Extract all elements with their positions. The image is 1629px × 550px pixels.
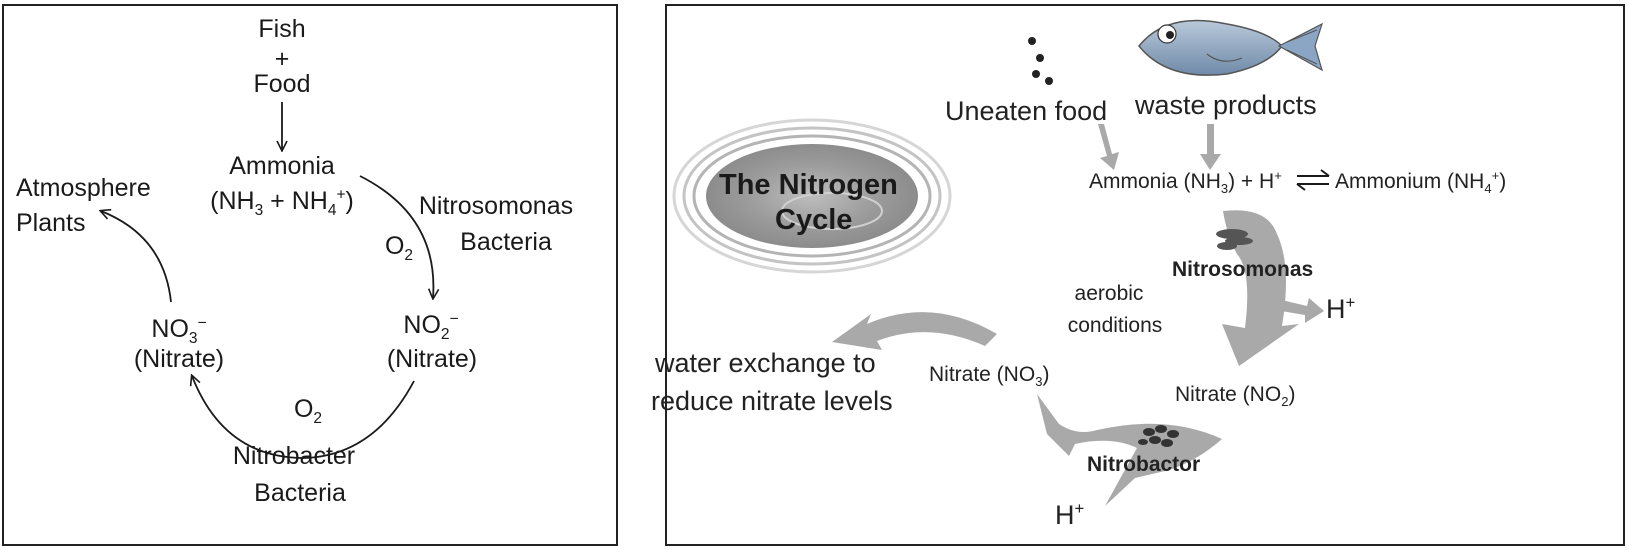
- bacteria-label-top: Bacteria: [460, 228, 552, 256]
- bacteria-label-bottom: Bacteria: [254, 479, 346, 507]
- arrow-h-plus-release: [1263, 296, 1324, 323]
- food-label: Food: [253, 70, 311, 98]
- ammonium-equation-right: Ammonium (NH4+): [1335, 168, 1507, 197]
- nitrate-no3-label: Nitrate (NO3): [929, 363, 1050, 390]
- fish-icon: [1138, 19, 1324, 76]
- nitrobactor-label: Nitrobactor: [1087, 453, 1201, 476]
- conditions-label: conditions: [1067, 314, 1163, 337]
- input-arrows: [1098, 124, 1221, 170]
- o2-label-bottom: O2: [293, 395, 323, 427]
- fish-label: Fish: [258, 15, 306, 43]
- diagram-title-line2: Cycle: [775, 204, 853, 236]
- ammonia-label: Ammonia: [229, 152, 335, 180]
- nitrogen-cycle-swirl-graphic: [672, 118, 952, 274]
- no2-formula: NO2−: [403, 310, 459, 343]
- nitrobacter-label: Nitrobacter: [232, 442, 356, 470]
- arrow-ammonium-to-nitrite: [1222, 210, 1299, 366]
- diagram-title-line1: The Nitrogen: [719, 169, 898, 201]
- plus-sign: +: [274, 45, 290, 73]
- nitrobactor-bacteria-icon: [1138, 425, 1179, 447]
- h-plus-right-label: H+: [1326, 293, 1356, 324]
- arrow-no3-to-atmosphere: [101, 211, 172, 303]
- atmosphere-label: Atmosphere: [16, 174, 151, 202]
- equilibrium-arrows-icon: [1296, 169, 1330, 191]
- left-nitrogen-cycle-panel: Fish + Food Ammonia (NH3 + NH4+) Nitroso…: [2, 4, 618, 546]
- waste-products-label: waste products: [1135, 90, 1317, 120]
- left-arrows: [4, 102, 620, 459]
- nitrate-label-right: (Nitrate): [386, 345, 478, 373]
- h-plus-bottom-label: H+: [1055, 499, 1085, 530]
- arrow-ammonia-to-no2: [359, 175, 433, 298]
- nitrate-label-left: (Nitrate): [133, 345, 225, 373]
- arrow-no2-to-no3: [192, 376, 415, 459]
- ammonia-equation-left: Ammonia (NH3) + H+: [1089, 168, 1282, 197]
- nitrosomonas-label: Nitrosomonas: [418, 192, 574, 220]
- nitrosomonas-bacteria-icon: [1216, 229, 1253, 250]
- food-pellets-icon: [1028, 37, 1053, 85]
- plants-label: Plants: [16, 209, 86, 237]
- ammonia-formula: (NH3 + NH4+): [210, 186, 354, 219]
- o2-label-top: O2: [384, 232, 414, 264]
- uneaten-food-label: Uneaten food: [945, 96, 1108, 126]
- nitrate-no2-label: Nitrate (NO2): [1175, 383, 1296, 410]
- right-nitrogen-cycle-panel: The Nitrogen Cycle Uneaten food waste pr…: [651, 4, 1625, 546]
- water-exchange-line2: reduce nitrate levels: [651, 386, 893, 416]
- water-exchange-line1: water exchange to: [655, 348, 876, 378]
- aerobic-label: aerobic: [1074, 282, 1144, 305]
- right-illustration: [672, 19, 1330, 506]
- arrow-nitrite-to-nitrate: [1037, 394, 1222, 506]
- arrow-water-exchange: [832, 312, 997, 350]
- no3-formula: NO3−: [151, 314, 207, 347]
- nitrosomonas-label: Nitrosomonas: [1172, 258, 1314, 281]
